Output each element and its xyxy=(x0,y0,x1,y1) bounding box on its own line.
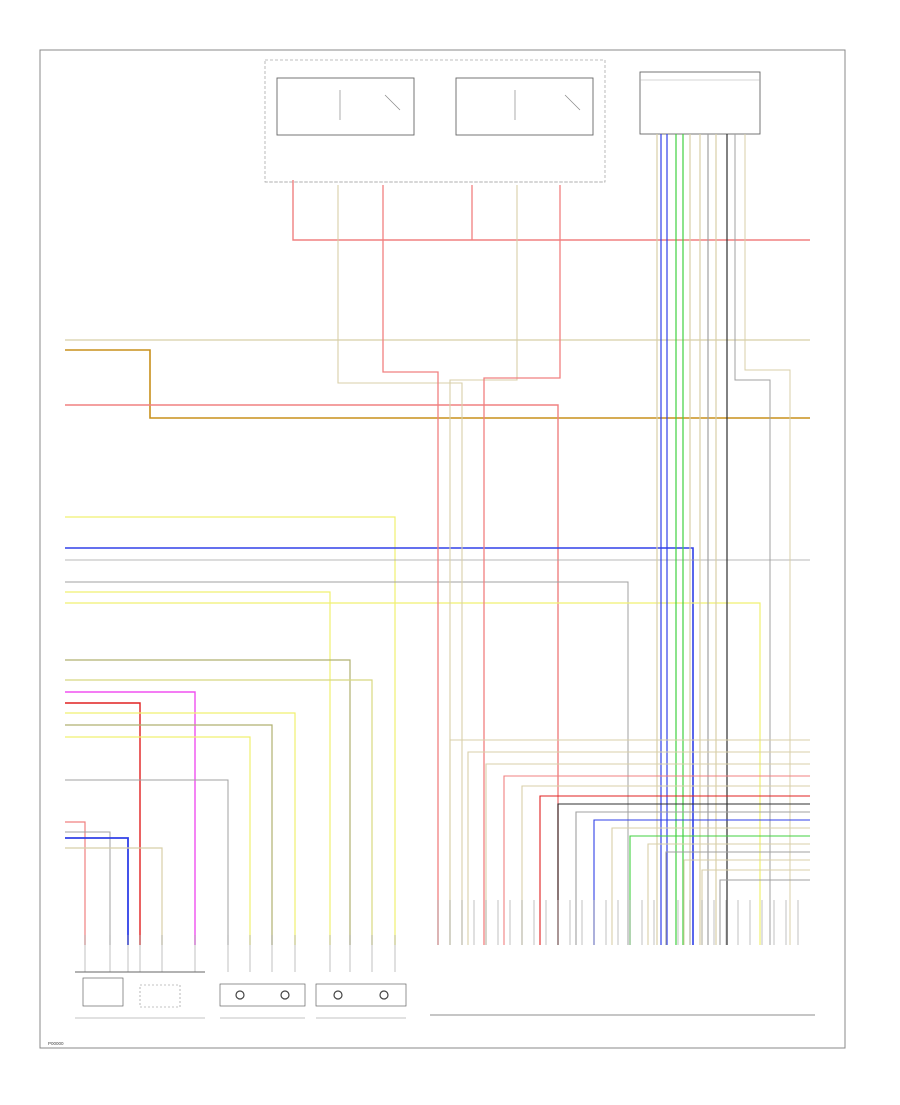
relay-box-1 xyxy=(276,77,415,136)
connector-pins xyxy=(84,900,799,972)
harness-wire xyxy=(521,785,810,945)
signal-wire xyxy=(65,736,251,945)
data-wire xyxy=(65,547,694,945)
harness-wire xyxy=(539,795,810,945)
relay-wire xyxy=(337,185,463,945)
vertical-wires xyxy=(337,134,810,945)
harness-wire xyxy=(467,751,810,945)
signal-wire xyxy=(65,516,396,945)
harness-wire xyxy=(719,879,810,945)
bottom-sensor-group-2 xyxy=(315,983,407,1019)
data-wire xyxy=(65,837,129,945)
signal-wire xyxy=(65,831,111,945)
harness-wire xyxy=(449,739,810,945)
signal-wire xyxy=(65,404,559,945)
signal-wire xyxy=(65,712,296,945)
relay-wire xyxy=(483,185,561,945)
relay-box-2 xyxy=(455,77,594,136)
diagram-frame xyxy=(39,49,846,1049)
harness-wire xyxy=(485,763,810,945)
relay-wire xyxy=(382,185,439,945)
display-wire xyxy=(744,134,791,945)
signal-wire xyxy=(65,581,629,945)
harness-wire xyxy=(683,859,810,945)
harness-wire xyxy=(575,811,810,945)
signal-wire xyxy=(65,691,196,945)
harness-wire xyxy=(503,775,810,945)
top-relay-module xyxy=(264,59,606,183)
signal-wire xyxy=(65,821,86,945)
signal-wire xyxy=(65,679,373,945)
harness-wire xyxy=(647,843,810,945)
signal-wire xyxy=(65,847,163,945)
bottom-left-component xyxy=(75,971,205,1019)
harness-wire xyxy=(611,827,810,945)
signal-wire xyxy=(65,659,351,945)
harness-wire xyxy=(701,869,810,945)
harness-wire xyxy=(557,803,810,945)
signal-wire xyxy=(65,702,141,945)
bus-wire xyxy=(65,349,810,419)
central-display-module xyxy=(639,71,761,135)
signal-wire xyxy=(65,602,761,945)
signal-wire xyxy=(65,591,331,945)
display-wire xyxy=(734,134,771,945)
signal-wire xyxy=(65,724,273,945)
bottom-sensor-group-1 xyxy=(219,983,306,1019)
horizontal-wires xyxy=(65,180,810,945)
footer-code: P00000 xyxy=(48,1041,64,1046)
signal-wire xyxy=(65,779,229,945)
power-wire xyxy=(292,180,810,241)
